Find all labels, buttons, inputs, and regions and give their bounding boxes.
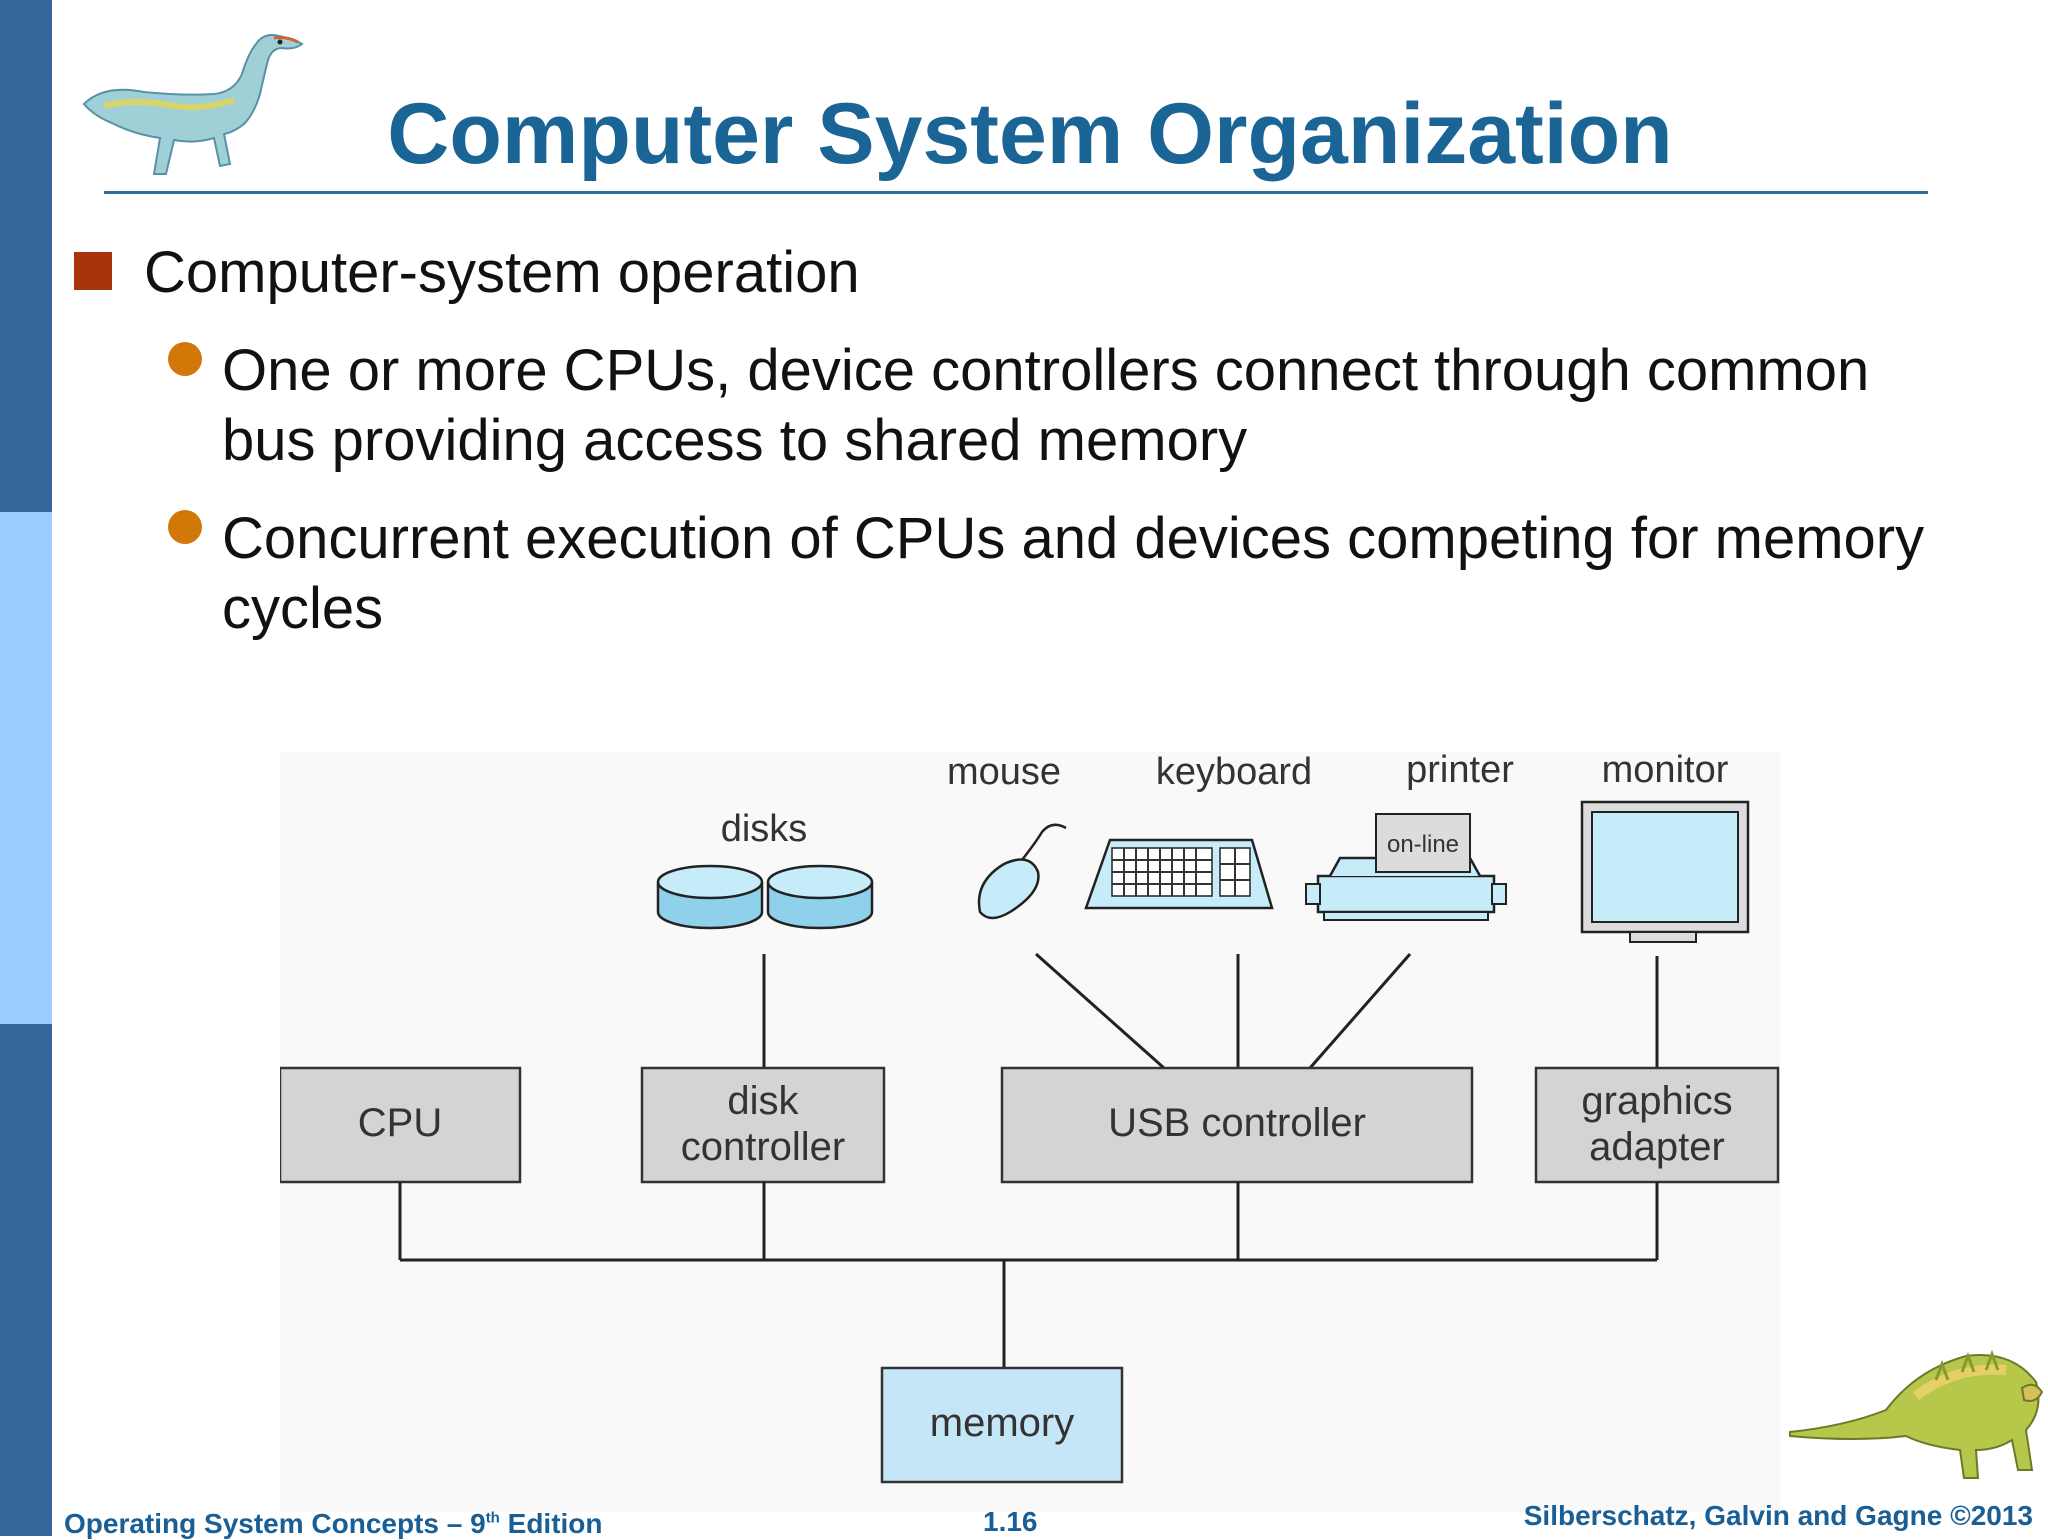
monitor-label: monitor — [1602, 752, 1729, 791]
mouse-label: mouse — [947, 752, 1061, 793]
system-organization-diagram: disks mouse keyboard printer monitor — [280, 752, 1780, 1512]
subbullet-2: Concurrent execution of CPUs and devices… — [222, 504, 2002, 644]
round-bullet-icon — [168, 510, 202, 544]
usb-controller-box: USB controller — [1000, 1066, 1474, 1184]
sidebar-top-segment — [0, 0, 52, 512]
disks-label: disks — [721, 808, 808, 850]
sidebar-stripe — [0, 0, 52, 1536]
disk-controller-label-line2: controller — [681, 1125, 846, 1169]
graphics-adapter-box: graphics adapter — [1534, 1066, 1780, 1184]
cpu-label: CPU — [358, 1101, 442, 1145]
footer-copyright: Silberschatz, Galvin and Gagne ©2013 — [1523, 1500, 2033, 1531]
subbullet-2-line2: cycles — [222, 576, 384, 641]
slide-title: Computer System Organization — [387, 86, 1673, 182]
monitor-icon — [1580, 800, 1750, 943]
keyboard-icon — [1084, 838, 1274, 910]
memory-box: memory — [880, 1366, 1124, 1484]
footer-edition-sup: th — [485, 1509, 500, 1527]
footer-edition-suffix: Edition — [499, 1508, 603, 1539]
dinosaur-logo-icon — [82, 34, 304, 175]
printer-panel-label: on-line — [1387, 831, 1459, 858]
cpu-box: CPU — [280, 1066, 522, 1184]
usb-controller-label: USB controller — [1108, 1101, 1366, 1145]
square-bullet-icon — [74, 252, 112, 290]
bullet-text: Computer-system operation — [144, 240, 860, 305]
subbullet-1-line2: bus providing access to shared memory — [222, 408, 1248, 473]
title-underline — [104, 191, 1928, 194]
subbullet-1-line1: One or more CPUs, device controllers con… — [222, 338, 1870, 403]
disk-controller-box: disk controller — [640, 1066, 886, 1184]
graphics-adapter-label-line2: adapter — [1589, 1125, 1725, 1169]
mouse-icon — [977, 823, 1067, 920]
disk-controller-label-line1: disk — [727, 1079, 799, 1123]
dinosaur-bottom-icon — [1789, 1349, 2044, 1479]
sidebar-bottom-segment — [0, 1024, 52, 1536]
printer-label: printer — [1406, 752, 1514, 791]
keyboard-label: keyboard — [1156, 752, 1312, 793]
printer-icon: on-line — [1305, 813, 1507, 921]
round-bullet-icon — [168, 342, 202, 376]
footer-book-title: Operating System Concepts – 9 — [64, 1508, 486, 1539]
footer-left: Operating System Concepts – 9th Edition — [64, 1508, 603, 1540]
sidebar-middle-segment — [0, 512, 52, 1024]
disk-icon — [766, 864, 874, 930]
memory-label: memory — [930, 1401, 1074, 1445]
device-connectors — [762, 952, 1659, 1070]
subbullet-2-line1: Concurrent execution of CPUs and devices… — [222, 506, 1925, 571]
disk-icon — [656, 864, 764, 930]
footer-page-number: 1.16 — [983, 1506, 1038, 1537]
graphics-adapter-label-line1: graphics — [1581, 1079, 1732, 1123]
subbullet-1: One or more CPUs, device controllers con… — [222, 336, 2002, 476]
system-bus — [398, 1182, 1659, 1368]
